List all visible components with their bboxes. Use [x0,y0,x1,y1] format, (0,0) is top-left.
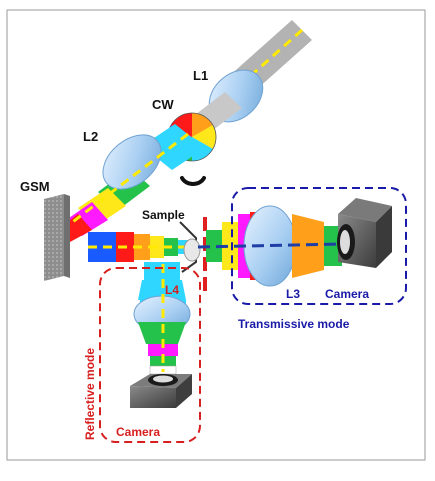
label-gsm: GSM [20,179,50,194]
transmissive-mode-box [231,187,407,305]
label-camera-transmissive: Camera [325,287,369,301]
label-l2: L2 [83,129,98,144]
label-transmissive-mode: Transmissive mode [238,317,350,331]
gsm-mirror [44,194,70,281]
label-cw: CW [152,97,174,112]
lens-l2 [102,134,162,190]
label-reflective-mode: Reflective mode [83,348,97,440]
reflective-mode-box [99,267,201,443]
label-sample: Sample [142,208,185,222]
transmissive-beam-right [197,214,345,278]
label-l3: L3 [286,287,300,301]
reflective-camera [130,374,192,408]
rotation-arrow-icon [180,176,206,186]
transmissive-camera [337,198,392,268]
label-l1: L1 [193,68,208,83]
optical-axis-diagonal [69,132,189,226]
label-camera-reflective: Camera [116,425,160,439]
label-l4: L4 [165,283,179,297]
reflective-beam-lower [138,264,186,375]
sample [179,221,201,273]
